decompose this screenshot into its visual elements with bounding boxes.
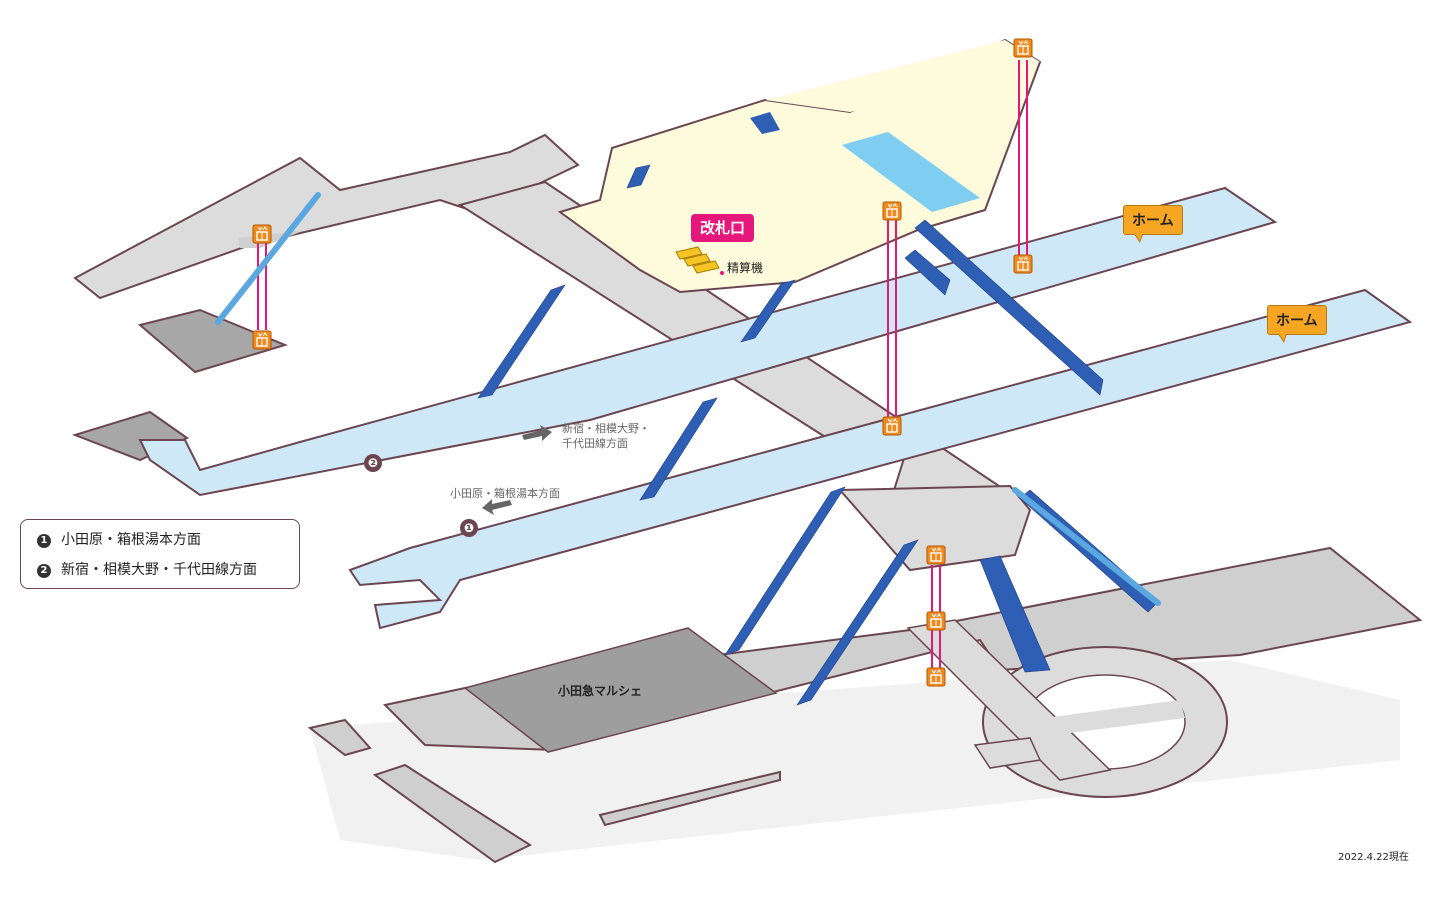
paid-area-step [750, 112, 780, 134]
legend-mark-1: 1 [37, 534, 51, 548]
platform-upper [138, 186, 1278, 497]
roundabout [906, 619, 1228, 798]
platforms [138, 186, 1413, 630]
legend-text-1: 小田原・箱根湯本方面 [61, 532, 201, 548]
elevator-icon [926, 545, 946, 565]
fare-machine-dot [720, 271, 724, 275]
date-stamp: 2022.4.22現在 [1338, 852, 1409, 863]
marker-2: ❷ [364, 454, 382, 472]
platform-label: ホーム [1123, 205, 1183, 243]
elevator-icon [1013, 254, 1033, 274]
paid-area-upper [765, 40, 1040, 112]
elevator-icon [252, 224, 272, 244]
elevator-icon [926, 611, 946, 631]
direction-2-label-line2: 千代田線方面 [562, 437, 628, 450]
legend-row-2: 2 新宿・相模大野・千代田線方面 [37, 559, 257, 579]
platform-label: ホーム [1267, 305, 1327, 343]
escalator-icon [215, 192, 1161, 606]
elevator-icon [882, 416, 902, 436]
platform-lower [348, 288, 1413, 630]
market-label: 小田急マルシェ [558, 684, 643, 698]
legend-row-1: 1 小田原・箱根湯本方面 [37, 529, 201, 549]
elevator-icon [882, 201, 902, 221]
direction-2-label-line1: 新宿・相模大野・ [562, 422, 650, 435]
elevator-icon [926, 667, 946, 687]
legend-mark-2: 2 [37, 564, 51, 578]
market-floor [463, 627, 778, 753]
fare-adjustment-label: 精算機 [727, 261, 764, 275]
elevator-icon [252, 330, 272, 350]
paid-area-window [842, 132, 980, 212]
escalator-landing [137, 308, 288, 374]
arrow-icon [482, 425, 552, 515]
ticket-gate-label: 改札口 [691, 214, 755, 242]
legend: 1 小田原・箱根湯本方面 2 新宿・相模大野・千代田線方面 [20, 519, 300, 589]
marker-1: ❶ [460, 519, 478, 537]
legend-text-2: 新宿・相模大野・千代田線方面 [61, 562, 257, 578]
direction-1-label: 小田原・箱根湯本方面 [450, 487, 560, 500]
fare-machine-icon [675, 246, 720, 274]
elevator-icon [1013, 38, 1033, 58]
